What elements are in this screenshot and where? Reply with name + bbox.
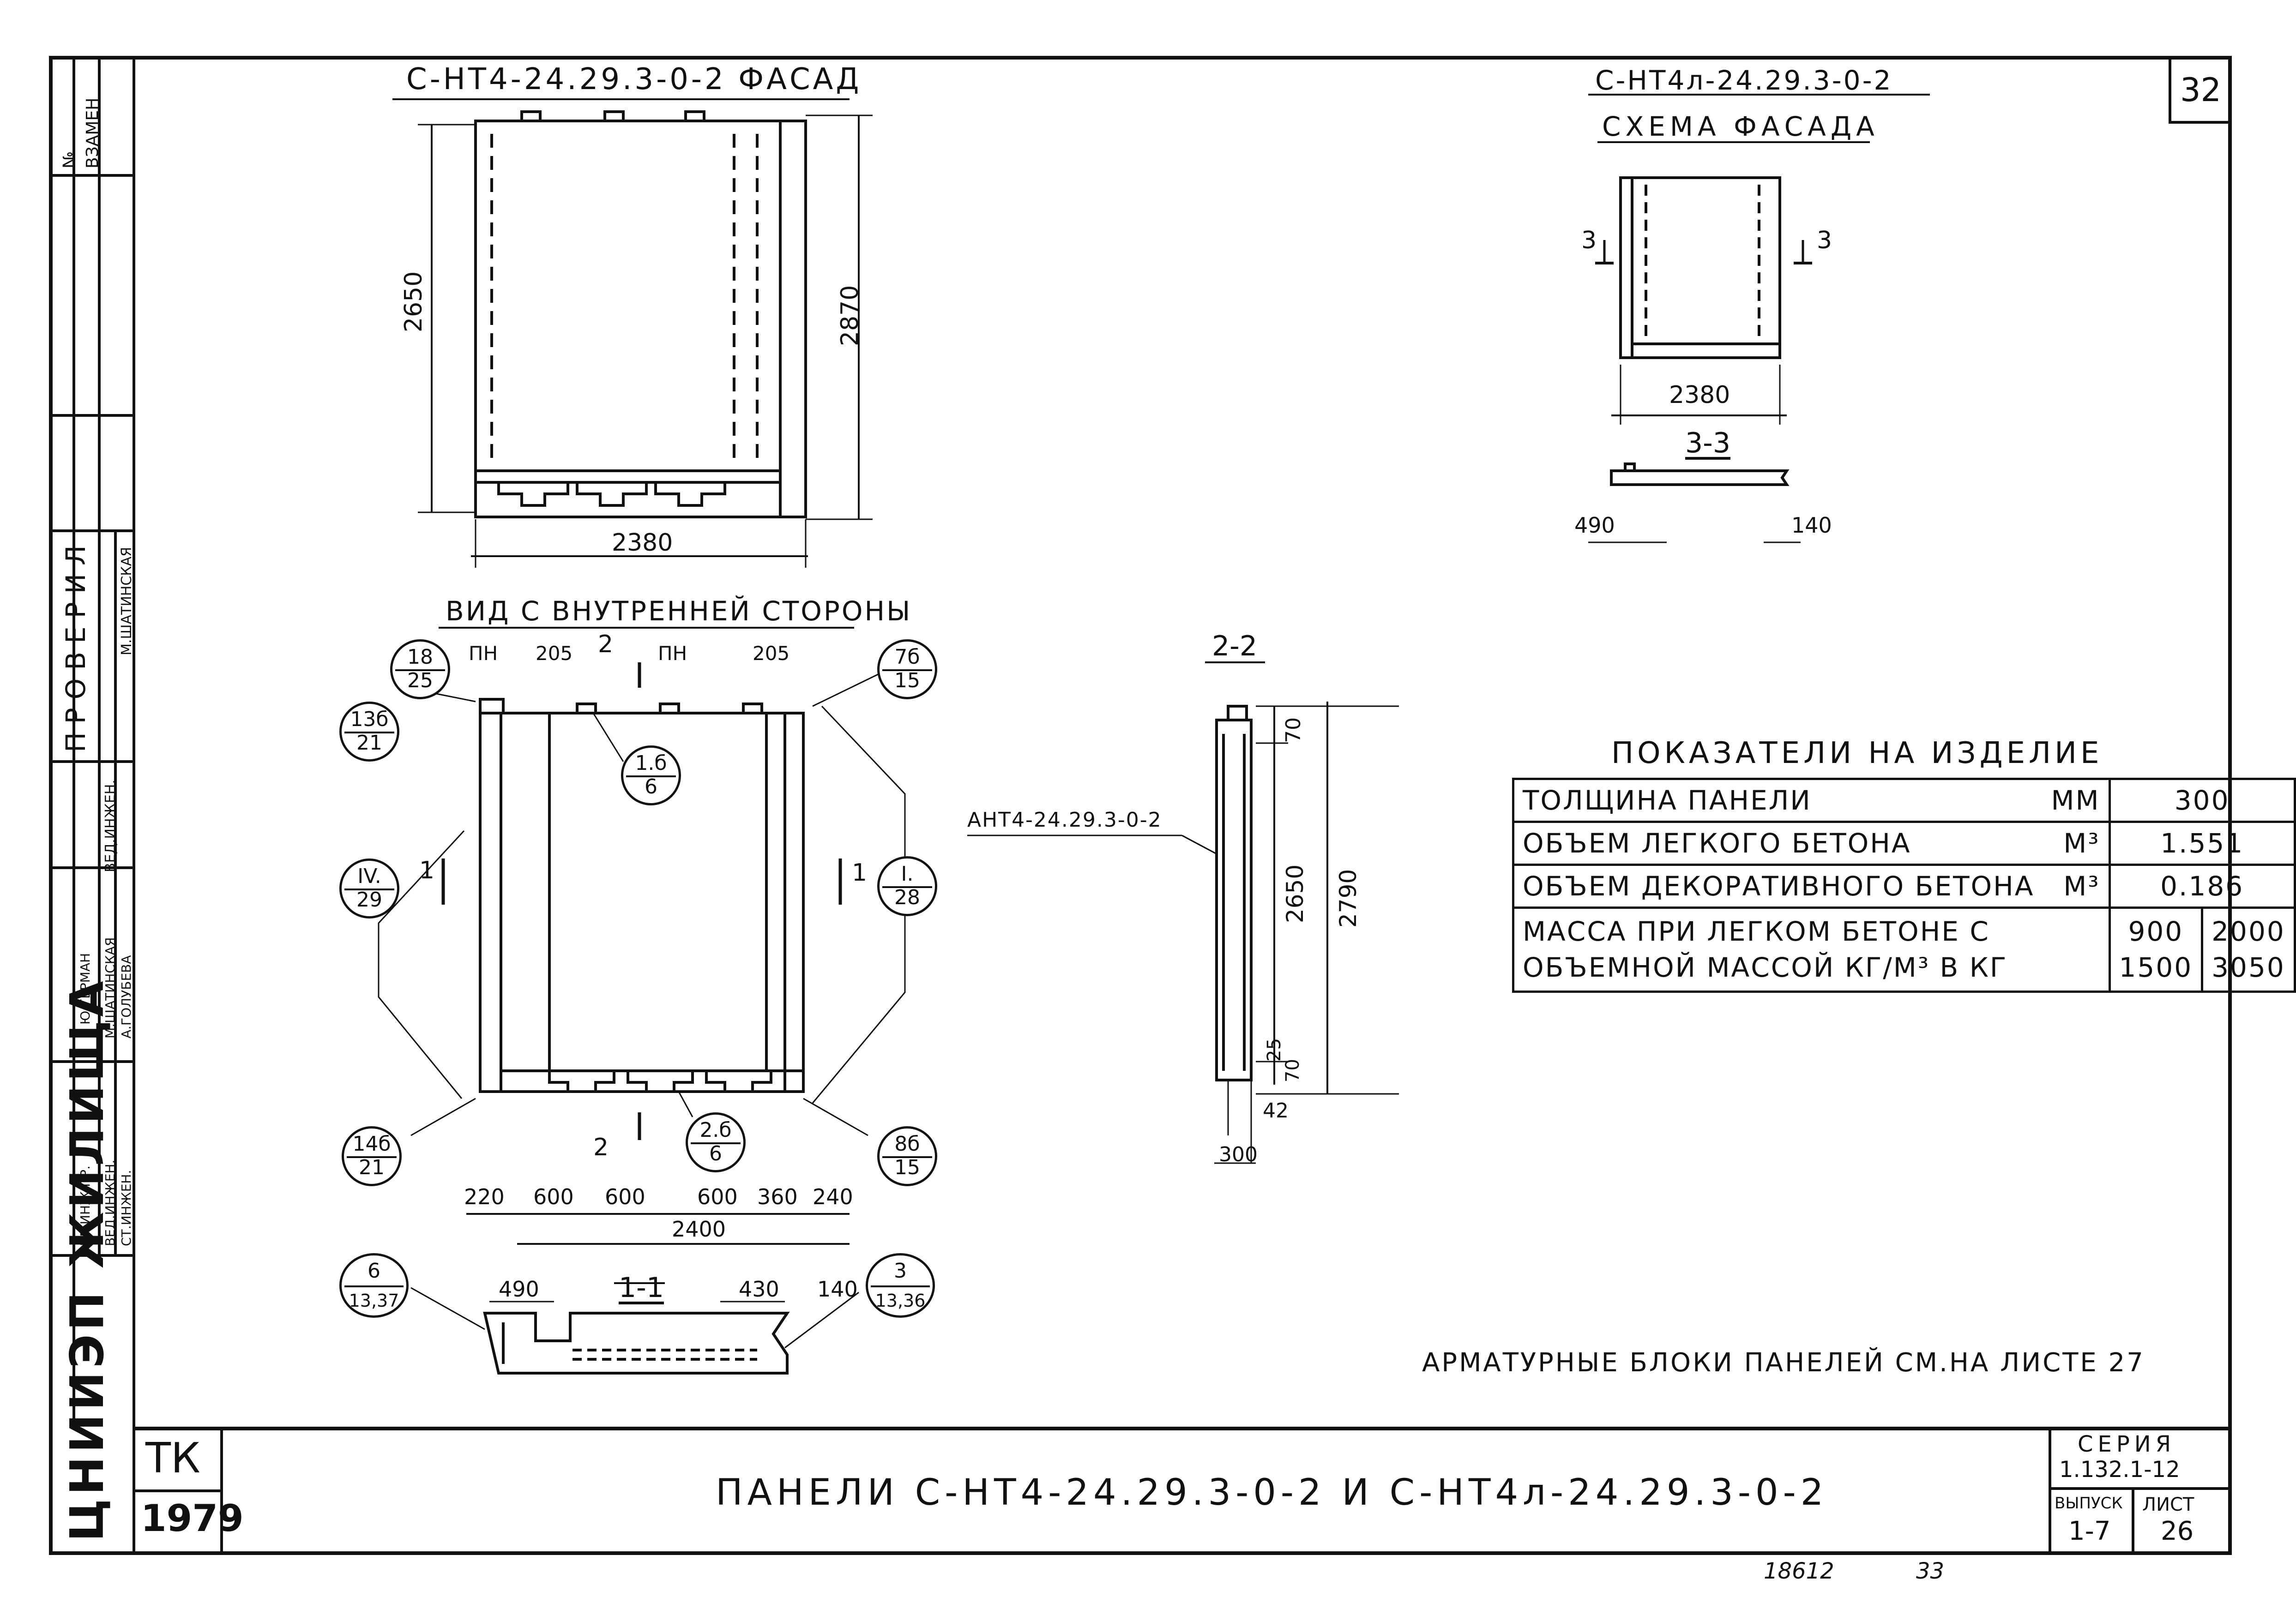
inner-dim-240: 240 [813,1184,853,1209]
section-22-dim-2650: 2650 [1282,864,1308,923]
page-number-box [2169,56,2231,124]
facade-l-cut-right: 3 [1817,227,1832,254]
indicator-unit: М³ [2043,864,2111,909]
section-22-dim-42: 42 [1263,1099,1289,1123]
org-name: ЦНИИЭП ЖИЛИЩА [60,977,114,1542]
section-11-title: 1-1 [619,1272,664,1304]
indicator-density: 900 1500 [2108,907,2204,993]
indicators-title: ПОКАЗАТЕЛИ НА ИЗДЕЛИЕ [1611,736,2103,770]
inner-view-cut-1-left: 1 [419,857,435,884]
issue-label: ВЫПУСК [2055,1494,2123,1513]
inner-view-pn-right: ПН [658,642,687,665]
issue-value: 1-7 [2068,1516,2111,1546]
facade-l-dim-2380: 2380 [1669,381,1730,409]
section-22-title: 2-2 [1212,630,1257,662]
inner-dim-600-a: 600 [533,1184,574,1209]
inner-view-title: ВИД С ВНУТРЕННЕЙ СТОРОНЫ [446,595,912,627]
indicator-mass: 2000 3050 [2201,907,2296,993]
series-label: СЕРИЯ [2078,1431,2176,1457]
section-11-dim-490: 490 [499,1277,539,1302]
indicator-mass-label: МАССА ПРИ ЛЕГКОМ БЕТОНЕ С ОБЪЕМНОЙ МАССО… [1512,907,2111,993]
title-tk: ТК [145,1434,200,1483]
callout-bubble: IV.29 [339,859,399,919]
mass-2000: 2000 [2212,916,2285,947]
inner-view-cut-2-bottom: 2 [593,1134,609,1161]
section-22-label: АНТ4-24.29.3-0-2 [967,808,1162,832]
indicator-name: ОБЪЕМ ЛЕГКОГО БЕТОНА [1512,821,2043,866]
inner-view-dim-205-left: 205 [536,642,573,665]
section-11-dim-430: 430 [739,1277,779,1302]
inner-view-cut-2-top: 2 [598,630,614,658]
stamp-role-3: СТ.ИНЖЕН. [119,1170,134,1246]
inner-dim-600-c: 600 [697,1184,738,1209]
inner-dim-360: 360 [757,1184,798,1209]
facade-dim-2650: 2650 [400,271,428,332]
stamp-checker-name: М.ШАТИНСКАЯ [119,547,135,655]
indicators-table: ТОЛЩИНА ПАНЕЛИ ММ 300 ОБЪЕМ ЛЕГКОГО БЕТО… [1512,778,2296,993]
density-900: 900 [2128,916,2184,947]
inner-dim-2400: 2400 [672,1217,726,1242]
section-22-dim-70b: 70 [1282,1059,1303,1082]
bottom-title: ПАНЕЛИ С-НТ4-24.29.3-0-2 И С-НТ4л-24.29.… [716,1472,1828,1513]
section-22-dim-2790: 2790 [1335,869,1362,928]
section-22-dim-70a: 70 [1282,717,1305,743]
indicator-unit: ММ [2043,778,2111,823]
facade-l-cut-left: 3 [1581,227,1597,254]
mass-line-1: МАССА ПРИ ЛЕГКОМ БЕТОНЕ С [1523,916,1990,947]
stamp-proveril: ПРОВЕРИЛ [60,537,91,752]
reinforcement-note: АРМАТУРНЫЕ БЛОКИ ПАНЕЛЕЙ СМ.НА ЛИСТЕ 27 [1422,1348,2145,1378]
facade-dim-2380: 2380 [612,529,673,557]
stamp-num-sign: № [60,151,79,168]
facade-dim-2870: 2870 [836,285,864,346]
table-row: ОБЪЕМ ДЕКОРАТИВНОГО БЕТОНА М³ 0.186 [1512,864,2296,909]
facade-l-dim-140: 140 [1791,513,1832,538]
section-22-dim-25: 25 [1264,1038,1285,1062]
facade-l-subtitle: СХЕМА ФАСАДА [1602,111,1879,142]
callout-bubble: I.28 [877,856,937,916]
table-row: ОБЪЕМ ЛЕГКОГО БЕТОНА М³ 1.551 [1512,821,2296,866]
indicator-value: 300 [2108,778,2296,823]
mass-3050: 3050 [2212,952,2285,984]
inner-dim-220: 220 [464,1184,505,1209]
section-11-dim-140: 140 [817,1277,858,1302]
footer-sheet: 33 [1916,1558,1945,1584]
indicator-value: 0.186 [2108,864,2296,909]
section-33-title: 3-3 [1685,427,1730,459]
inner-view-cut-1-right: 1 [852,859,868,887]
section-22-dim-300: 300 [1219,1143,1258,1166]
indicator-name: ТОЛЩИНА ПАНЕЛИ [1512,778,2043,823]
sheet-label: ЛИСТ [2142,1494,2194,1515]
indicator-unit: М³ [2043,821,2111,866]
stamp-vzamen: ВЗАМЕН [83,97,102,168]
table-row: МАССА ПРИ ЛЕГКОМ БЕТОНЕ С ОБЪЕМНОЙ МАССО… [1512,907,2296,993]
facade-title: С-НТ4-24.29.3-0-2 ФАСАД [406,62,862,96]
indicator-name: ОБЪЕМ ДЕКОРАТИВНОГО БЕТОНА [1512,864,2043,909]
table-row: ТОЛЩИНА ПАНЕЛИ ММ 300 [1512,778,2296,823]
stamp-name-3: А.ГОЛУБЕВА [119,955,134,1039]
facade-l-dim-490: 490 [1574,513,1615,538]
series-value: 1.132.1-12 [2059,1457,2180,1483]
inner-view-dim-205-right: 205 [753,642,790,665]
indicator-value: 1.551 [2108,821,2296,866]
sheet-value: 26 [2161,1516,2194,1546]
mass-line-2: ОБЪЕМНОЙ МАССОЙ КГ/М³ В КГ [1523,952,2008,984]
page-number: 32 [2180,71,2222,109]
stamp-checker-role: ВЕД.ИНЖЕН. [102,780,119,872]
footer-number: 18612 [1764,1558,1834,1584]
title-year: 1979 [141,1497,244,1540]
facade-l-title: С-НТ4л-24.29.3-0-2 [1595,65,1893,96]
density-1500: 1500 [2119,952,2193,984]
inner-view-pn-left: ПН [469,642,498,665]
inner-dim-600-b: 600 [605,1184,645,1209]
